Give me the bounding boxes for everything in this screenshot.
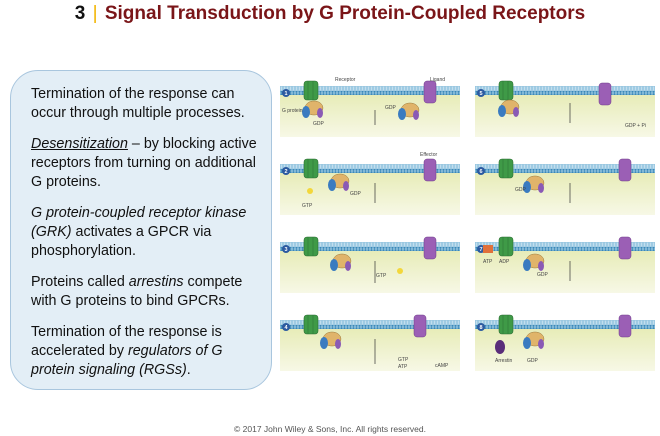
paragraph-rgs: Termination of the response is accelerat…	[31, 323, 261, 380]
desensitization-text: – by blocking active receptors from turn…	[31, 136, 257, 190]
desensitization-term: Desensitization	[31, 136, 128, 152]
label-gtp-4: GTP	[398, 357, 409, 363]
copyright-footer: © 2017 John Wiley & Sons, Inc. All right…	[234, 424, 426, 434]
panel-2: 2 GTP GDP Effector	[280, 152, 461, 216]
panel-number-6: 6	[479, 169, 482, 175]
arrestins-text-start: Proteins called	[31, 274, 129, 290]
panel-3: 3 GTP	[280, 230, 461, 294]
label-atp-4: ATP	[398, 364, 408, 370]
panel-number-5: 5	[479, 91, 482, 97]
panel-number-8: 8	[479, 325, 482, 331]
label-g-protein: G protein	[282, 108, 303, 114]
label-arrestin: Arrestin	[495, 358, 512, 364]
label-adp: ADP	[499, 259, 510, 265]
slide-number: 3	[74, 3, 86, 24]
label-gtp-2: GTP	[302, 203, 313, 209]
label-gdp-7: GDP	[537, 272, 549, 278]
label-gtp-3: GTP	[376, 273, 387, 279]
grk-term: G protein-coupled receptor kinase (GRK)	[31, 205, 247, 240]
panel-number-3: 3	[284, 247, 287, 253]
panel-7: 7 ATP ADP GDP	[474, 230, 656, 294]
rgs-term: regulators of G protein signaling (RGSs)	[31, 343, 223, 378]
label-effector: Effector	[420, 152, 437, 158]
label-atp-7: ATP	[483, 259, 493, 265]
rgs-text-start: Termination of the response is accelerat…	[31, 324, 222, 359]
paragraph-termination: Termination of the response can occur th…	[31, 85, 261, 123]
panel-6: 6 GDP	[474, 152, 656, 216]
arrestins-term: arrestins	[128, 274, 184, 290]
label-gdp-6: GDP	[515, 187, 527, 193]
panel-number-4: 4	[284, 325, 288, 331]
label-gdp-1b: GDP	[385, 105, 397, 111]
slide-title-text: Signal Transduction by G Protein-Coupled…	[104, 3, 586, 24]
paragraph-desensitization: Desensitization – by blocking active rec…	[31, 135, 261, 192]
rgs-text-end: .	[186, 362, 191, 378]
text-panel: Termination of the response can occur th…	[10, 70, 272, 390]
label-gdp-1: GDP	[313, 121, 325, 127]
panel-5: 5 GDP + Pi	[474, 75, 656, 138]
grk-text: activates a GPCR via phosphorylation.	[31, 224, 212, 259]
arrestins-text-end: compete with G proteins to bind GPCRs.	[31, 274, 243, 309]
termination-text: Termination of the response can occur th…	[31, 86, 245, 121]
title-separator: |	[92, 3, 98, 24]
label-gdp-2: GDP	[350, 191, 362, 197]
label-receptor: Receptor	[335, 77, 356, 83]
label-gdp-8: GDP	[527, 358, 539, 364]
panel-4: 4 GTP ATP cAMP	[280, 308, 461, 372]
panel-number-1: 1	[284, 91, 287, 97]
label-camp: cAMP	[435, 363, 449, 369]
panel-number-7: 7	[479, 247, 482, 253]
paragraph-grk: G protein-coupled receptor kinase (GRK) …	[31, 204, 261, 261]
gpcr-cycle-figure: 1 Receptor Ligand G protein GDP GDP 2 GT…	[280, 75, 656, 372]
panel-1: 1 Receptor Ligand G protein GDP GDP	[280, 75, 461, 138]
label-gdp-pi: GDP + Pi	[625, 123, 646, 129]
paragraph-arrestins: Proteins called arrestins compete with G…	[31, 273, 261, 311]
panel-number-2: 2	[284, 169, 287, 175]
slide-title: 3 | Signal Transduction by G Protein-Cou…	[0, 3, 660, 25]
label-ligand: Ligand	[430, 77, 445, 83]
panel-8: 8 Arrestin GDP	[474, 308, 656, 372]
